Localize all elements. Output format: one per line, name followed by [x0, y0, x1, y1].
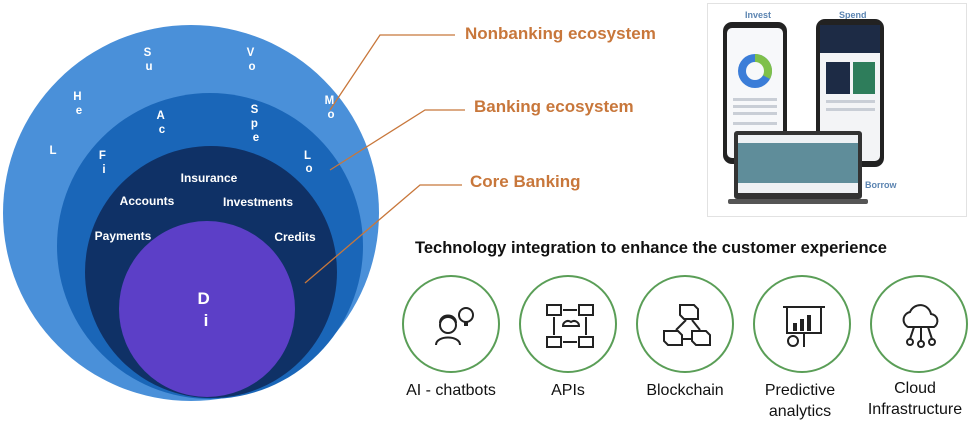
technology-headline: Technology integration to enhance the cu…: [415, 239, 887, 257]
leader-line-core: [304, 184, 462, 284]
tech-circle-cloud-infrastructure: [870, 275, 968, 373]
cloud-icon: [902, 304, 939, 348]
label-banking-ecosystem: Banking ecosystem: [474, 97, 634, 116]
borrow-title: Borrow: [865, 180, 897, 190]
chatbot-icon: [435, 307, 474, 346]
tech-circle-apis: [519, 275, 617, 373]
label-subscription-management: S u: [144, 47, 155, 73]
tech-label-blockchain: Blockchain: [646, 382, 724, 399]
analytics-icon: [783, 306, 825, 347]
label-insurance: Insurance: [181, 171, 238, 185]
label-nonbanking-ecosystem: Nonbanking ecosystem: [465, 24, 656, 43]
tech-label-predictive-analytics: Predictive analytics: [764, 382, 836, 420]
label-credits: Credits: [274, 230, 316, 244]
label-health-services: H e: [73, 91, 85, 117]
tech-circle-blockchain: [636, 275, 734, 373]
label-lifestyle: L: [49, 145, 56, 157]
label-spending-planning-control: S p e: [251, 104, 262, 144]
blockchain-icon: [663, 304, 711, 346]
api-network-icon: [546, 304, 594, 348]
tech-label-cloud-infrastructure: Cloud Infrastructure: [867, 380, 963, 418]
label-voice-data-services: V o: [247, 47, 258, 73]
leader-line-nonbanking: [329, 34, 455, 111]
leader-line-banking: [329, 109, 465, 171]
digital-banking-circle: [119, 221, 295, 397]
label-payments: Payments: [95, 229, 152, 243]
device-mockup-illustration: [723, 19, 884, 204]
tech-circle-predictive-analytics: [753, 275, 851, 373]
label-mobility-services: M o: [325, 95, 338, 121]
tech-label-ai-chatbots: AI - chatbots: [406, 382, 496, 399]
label-financial-education: F i: [99, 150, 109, 176]
label-account-consolidation: A c: [156, 110, 167, 136]
tech-circle-ai-chatbots: [402, 275, 500, 373]
tech-label-apis: APIs: [551, 382, 585, 399]
label-core-banking: Core Banking: [470, 172, 581, 191]
app-mockup-panel: Invest Spend Borrow: [707, 3, 967, 217]
spend-title: Spend: [839, 10, 867, 20]
label-accounts: Accounts: [120, 194, 175, 208]
label-digital-banking: D i: [197, 289, 214, 330]
label-investments: Investments: [223, 195, 293, 209]
invest-title: Invest: [745, 10, 772, 20]
label-loyalty-discounts: L o: [304, 150, 314, 175]
